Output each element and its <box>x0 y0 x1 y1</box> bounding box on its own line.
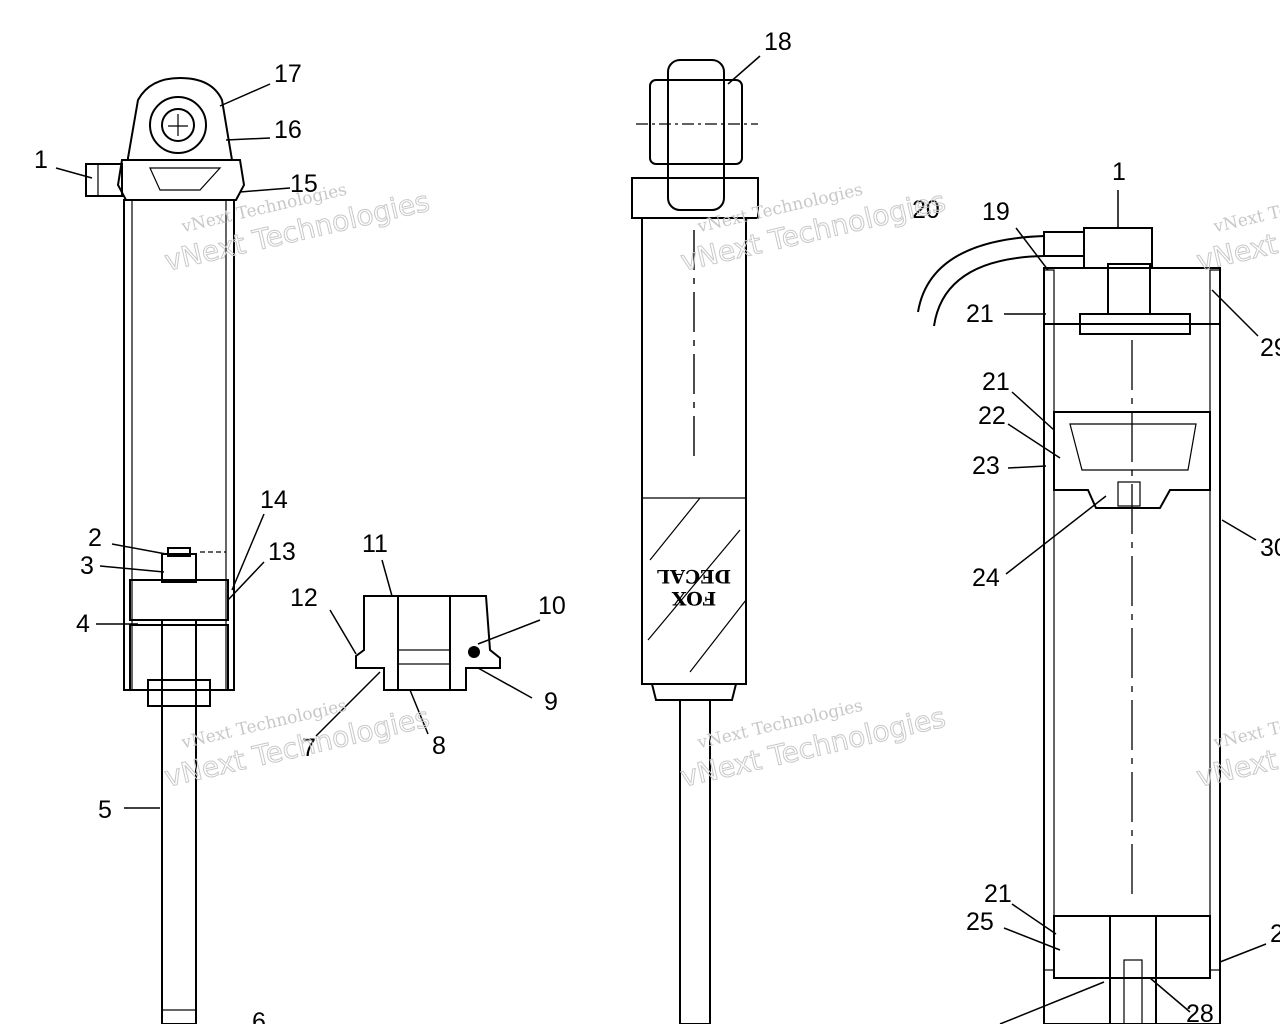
callout-12: 12 <box>290 584 318 612</box>
callout-9: 9 <box>544 688 558 716</box>
callout-7: 7 <box>302 734 316 762</box>
callout-labels: 1 2 3 4 5 6 7 8 9 10 11 12 13 14 15 16 1… <box>34 28 1280 1024</box>
callout-1-left: 1 <box>34 146 48 174</box>
callout-11: 11 <box>362 530 388 558</box>
callout-21-top: 21 <box>966 300 994 328</box>
callout-29-bottom: 29 <box>1270 920 1280 948</box>
left-shock-cutaway <box>85 76 246 1024</box>
callout-30: 30 <box>1260 534 1280 562</box>
callout-25: 25 <box>966 908 994 936</box>
seal-detail <box>355 595 501 691</box>
callout-1-right: 1 <box>1112 158 1126 186</box>
callout-14: 14 <box>260 486 288 514</box>
callout-10: 10 <box>538 592 566 620</box>
callout-21-mid: 21 <box>982 368 1010 396</box>
callout-6: 6 <box>252 1008 266 1024</box>
callout-22: 22 <box>978 402 1006 430</box>
callout-3: 3 <box>80 552 94 580</box>
callout-13: 13 <box>268 538 296 566</box>
callout-20: 20 <box>912 196 940 224</box>
callout-28: 28 <box>1186 1000 1214 1024</box>
callout-17: 17 <box>274 60 302 88</box>
callout-21-bottom: 21 <box>984 880 1012 908</box>
decal-label: DECAL <box>657 565 731 587</box>
callout-24: 24 <box>972 564 1000 592</box>
callout-2: 2 <box>88 524 102 552</box>
callout-5: 5 <box>98 796 112 824</box>
callout-15: 15 <box>290 170 318 198</box>
leader-lines <box>55 55 1267 1024</box>
watermarks: vNext Technologies vNext Technologies vN… <box>161 180 1280 794</box>
callout-16: 16 <box>274 116 302 144</box>
callout-18: 18 <box>764 28 792 56</box>
callout-8: 8 <box>432 732 446 760</box>
reservoir-cutaway <box>917 227 1221 1024</box>
callout-23: 23 <box>972 452 1000 480</box>
callout-4: 4 <box>76 610 90 638</box>
decal-fox: FOX <box>672 587 717 609</box>
middle-shock-exterior: FOX DECAL <box>631 59 759 1024</box>
callout-29-top: 29 <box>1260 334 1280 362</box>
callout-19: 19 <box>982 198 1010 226</box>
